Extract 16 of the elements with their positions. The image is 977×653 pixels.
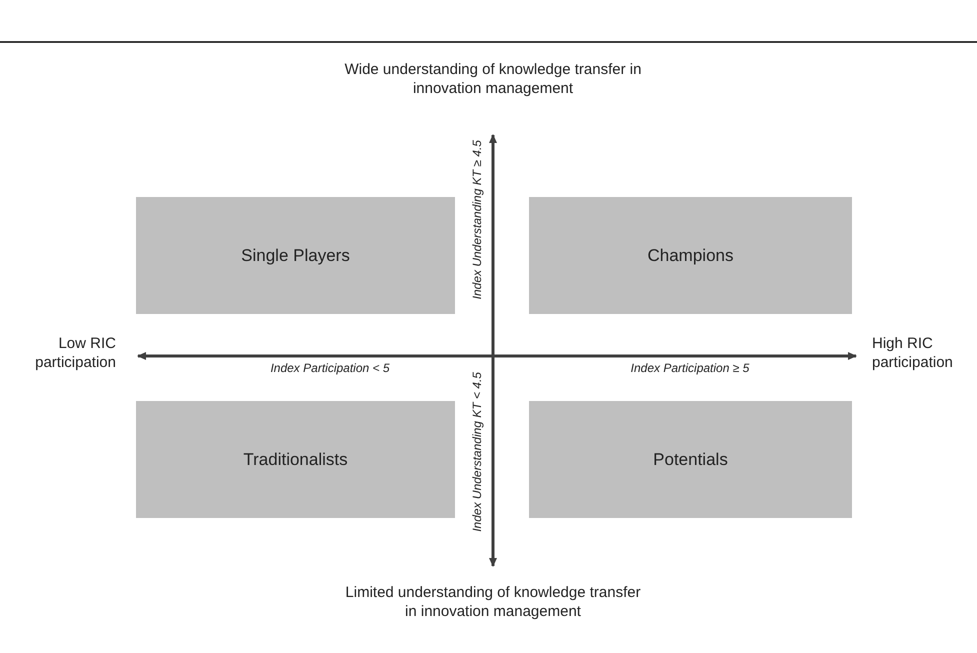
quadrant-box	[529, 401, 852, 518]
quadrant-box	[136, 401, 455, 518]
axis-end-label: High RIC participation	[872, 334, 954, 372]
quadrant-box	[136, 197, 455, 314]
axis-end-label: Low RIC participation	[34, 334, 116, 372]
axis-end-label: Limited understanding of knowledge transfer in innovation management	[344, 583, 642, 621]
axis-end-label: Wide understanding of knowledge transfer in innovation management	[344, 60, 642, 98]
quadrant-label: Single Players	[241, 246, 350, 266]
axis-condition-label: Index Understanding KT ≥ 4.5	[470, 140, 484, 300]
axis-condition-label: Index Understanding KT < 4.5	[470, 372, 484, 532]
axis-condition-label: Index Participation ≥ 5	[630, 361, 750, 375]
quadrant-label: Traditionalists	[243, 450, 348, 470]
quadrant-label: Potentials	[653, 450, 728, 470]
axis-condition-label: Index Participation < 5	[269, 361, 391, 375]
quadrant-label: Champions	[648, 246, 734, 266]
quadrant-box	[529, 197, 852, 314]
